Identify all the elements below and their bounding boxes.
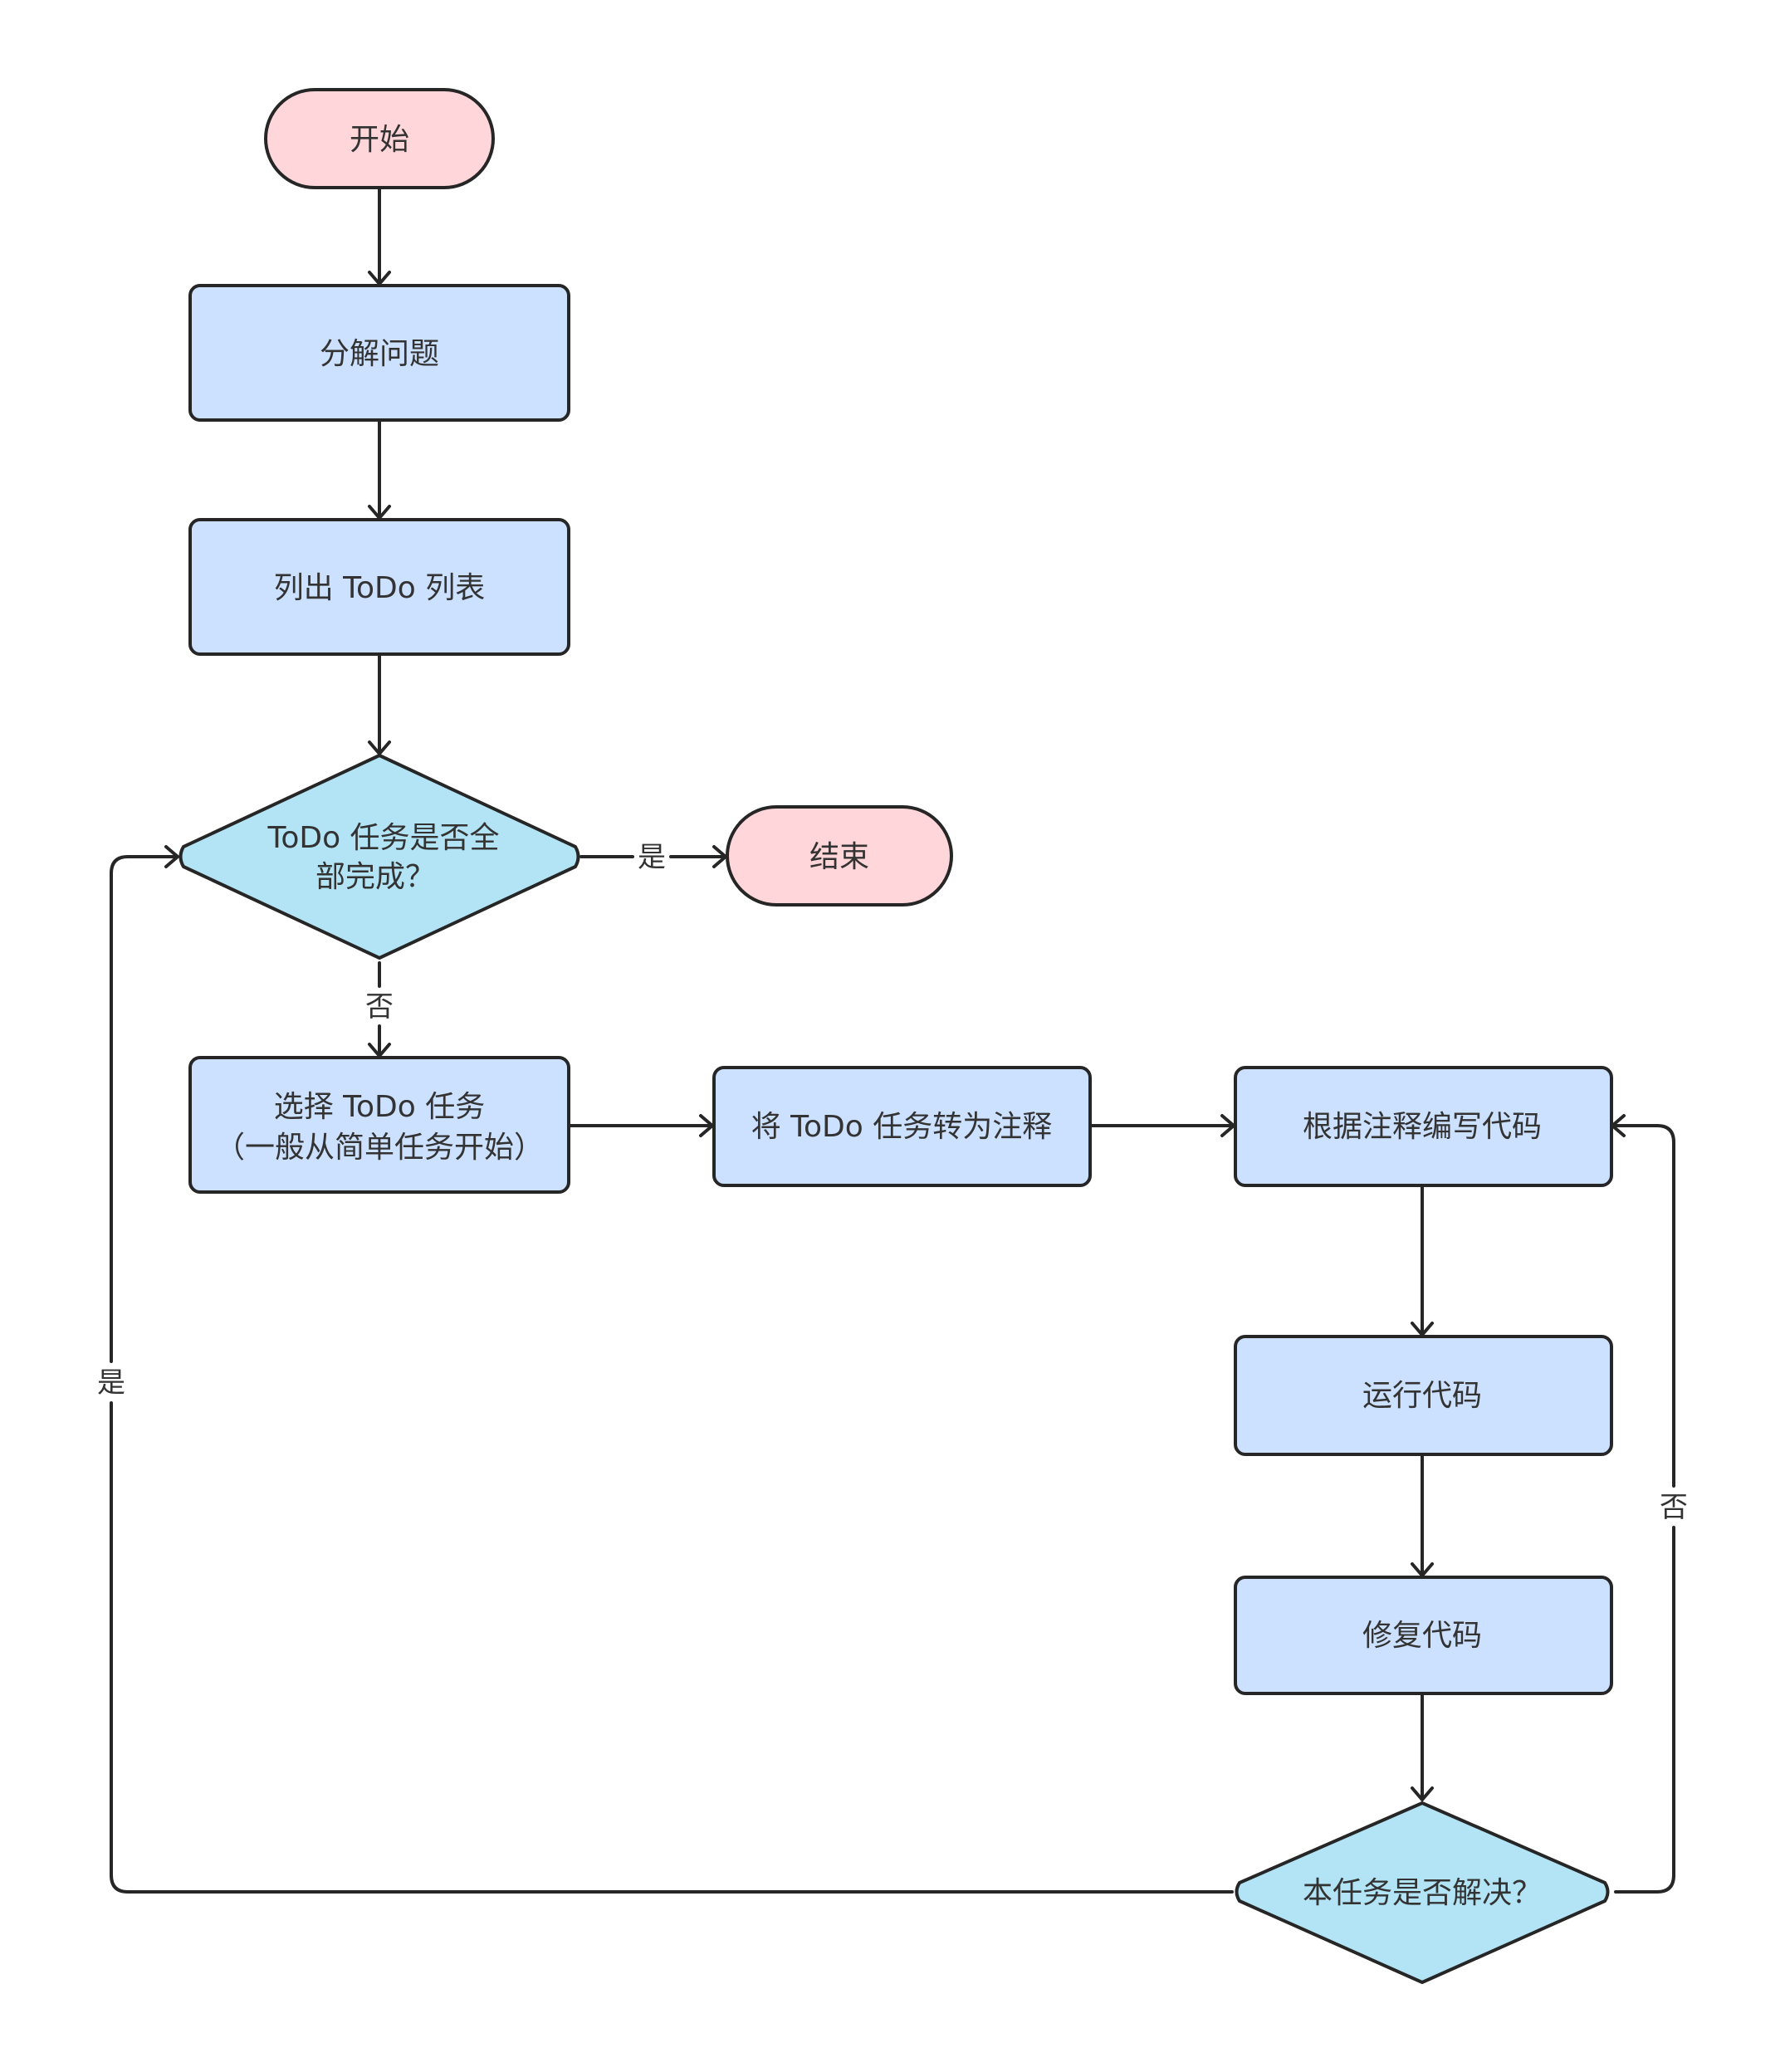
task-solved-label: 本任务是否解决？	[1303, 1876, 1542, 1910]
run-code-label: 运行代码	[1362, 1379, 1482, 1413]
edge-select-to-comment	[567, 1114, 714, 1137]
edge-start-to-decompose	[368, 188, 391, 286]
edge-label-solved-yes: 是	[97, 1366, 125, 1400]
edge-solved-yes-loop	[110, 845, 1234, 1894]
edge-write-to-run	[1411, 1184, 1434, 1337]
decompose-node: 分解问题	[188, 284, 570, 422]
edge-decision-to-end	[580, 845, 727, 868]
all-done-label-line2: 部完成？	[315, 860, 435, 894]
task-solved-decision: 本任务是否解决？	[1235, 1801, 1610, 1984]
list-todo-label: 列出 ToDo 列表	[274, 571, 486, 605]
to-comment-label: 将 ToDo 任务转为注释	[751, 1110, 1053, 1144]
edge-comment-to-write	[1088, 1114, 1235, 1137]
select-task-label-line2: （一般从简单任务开始）	[215, 1131, 544, 1165]
select-task-node: 选择 ToDo 任务 （一般从简单任务开始）	[188, 1056, 570, 1194]
edge-label-solved-no: 否	[1660, 1491, 1688, 1524]
edge-fix-to-solved	[1411, 1692, 1434, 1801]
decompose-label: 分解问题	[320, 337, 439, 371]
end-node: 结束	[726, 805, 953, 906]
list-todo-node: 列出 ToDo 列表	[188, 518, 570, 656]
edge-label-all-done-no: 否	[365, 990, 394, 1024]
edge-list-to-decision	[368, 654, 391, 755]
write-code-label: 根据注释编写代码	[1303, 1110, 1542, 1144]
edge-run-to-fix	[1411, 1453, 1434, 1577]
start-node: 开始	[264, 88, 495, 189]
all-done-decision: ToDo 任务是否全 部完成？	[178, 754, 580, 960]
write-code-node: 根据注释编写代码	[1234, 1066, 1613, 1187]
edge-decompose-to-list	[368, 420, 391, 520]
start-label: 开始	[350, 123, 409, 157]
fix-code-label: 修复代码	[1362, 1619, 1482, 1653]
end-label: 结束	[809, 840, 869, 874]
select-task-label-line1: 选择 ToDo 任务	[274, 1090, 486, 1124]
fix-code-node: 修复代码	[1234, 1576, 1613, 1695]
to-comment-node: 将 ToDo 任务转为注释	[712, 1066, 1092, 1187]
edge-label-all-done-yes: 是	[638, 841, 666, 874]
run-code-node: 运行代码	[1234, 1335, 1613, 1456]
all-done-label-line1: ToDo 任务是否全	[267, 821, 499, 855]
